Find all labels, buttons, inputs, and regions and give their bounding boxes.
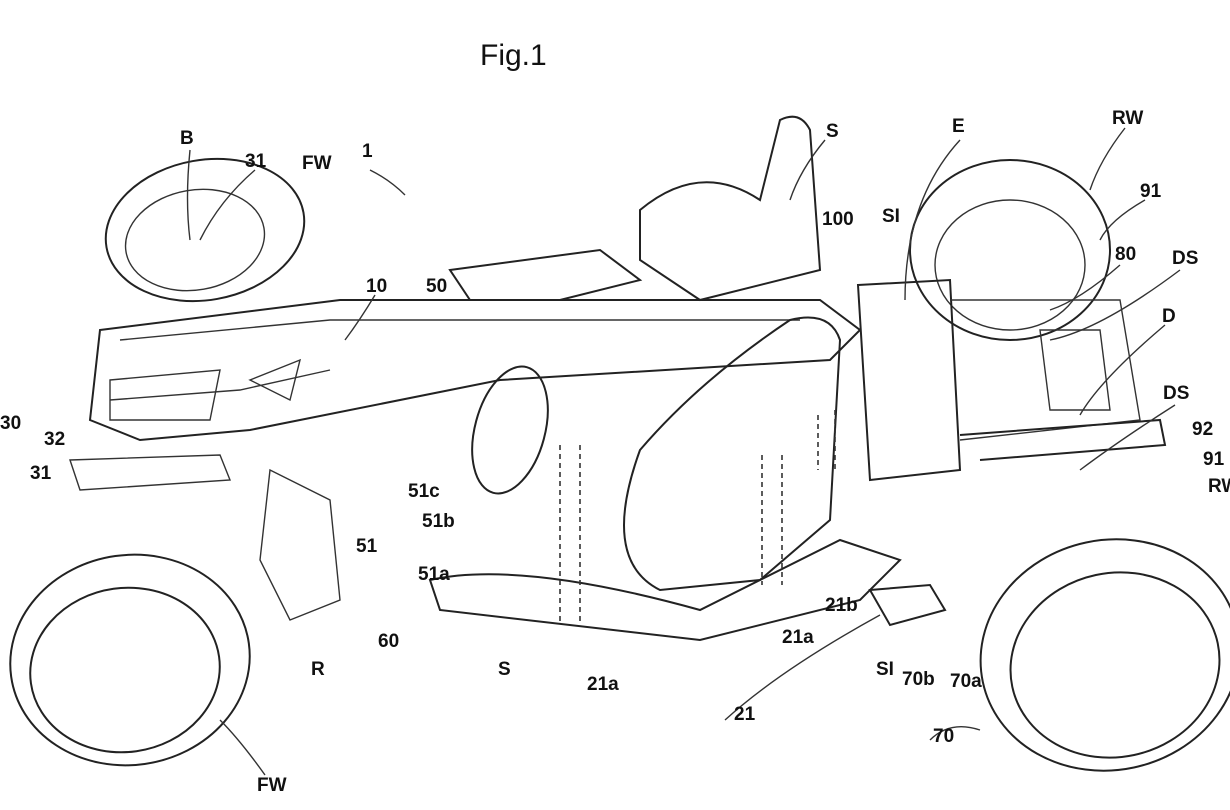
label-32: 32 [44, 429, 65, 450]
label-51: 51 [356, 536, 378, 557]
label-30: 30 [0, 413, 21, 434]
label-92: 92 [1192, 419, 1213, 440]
label-RW: RW [1112, 108, 1143, 129]
label-100: 100 [822, 209, 854, 230]
label-SI-2: SI [876, 659, 894, 680]
label-70: 70 [933, 726, 954, 747]
label-10: 10 [366, 276, 387, 297]
label-51b: 51b [422, 511, 455, 532]
label-70b: 70b [902, 669, 935, 690]
label-S: S [826, 121, 839, 142]
label-SI: SI [882, 206, 900, 227]
label-70a: 70a [950, 671, 982, 692]
label-21: 21 [734, 704, 756, 725]
label-B: B [180, 128, 194, 149]
reference-labels: B 31 FW 1 10 50 S 100 SI E RW 91 80 DS D… [0, 108, 1230, 796]
label-FW-2: FW [257, 775, 287, 796]
label-S-2: S [498, 659, 511, 680]
figure-title: Fig.1 [480, 39, 547, 72]
label-D: D [1162, 306, 1176, 327]
label-51c: 51c [408, 481, 440, 502]
label-21a-2: 21a [782, 627, 814, 648]
label-DS: DS [1172, 248, 1198, 269]
label-21b: 21b [825, 595, 858, 616]
label-E: E [952, 116, 965, 137]
label-91-2: 91 [1203, 449, 1225, 470]
label-50: 50 [426, 276, 447, 297]
label-31-2: 31 [30, 463, 52, 484]
label-80: 80 [1115, 244, 1136, 265]
label-RW-2: RW [1208, 476, 1230, 497]
label-1: 1 [362, 141, 373, 162]
label-60: 60 [378, 631, 399, 652]
label-91: 91 [1140, 181, 1162, 202]
label-FW: FW [302, 153, 332, 174]
label-DS-2: DS [1163, 383, 1189, 404]
label-21a: 21a [587, 674, 619, 695]
label-31: 31 [245, 151, 267, 172]
label-R: R [311, 659, 325, 680]
label-51a: 51a [418, 564, 450, 585]
